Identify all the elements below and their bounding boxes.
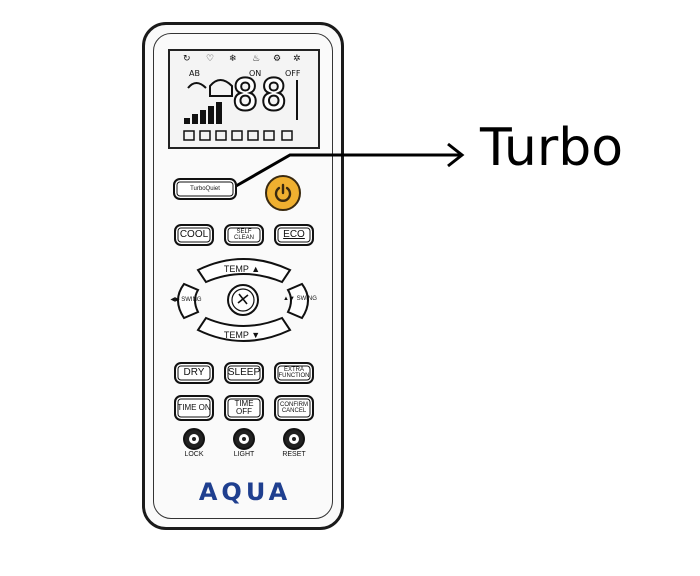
fan-icon [237,293,249,305]
temp-up-button[interactable]: TEMP ▲ [223,264,261,274]
remote-inner-outline [153,33,333,519]
power-icon [274,183,292,202]
extra-function-button[interactable]: EXTRA FUNCTION [274,362,314,384]
turbo-callout-label: Turbo [480,118,624,178]
fan-speed-button[interactable] [236,292,250,306]
temp-down-button[interactable]: TEMP ▼ [223,330,261,340]
reset-label: RESET [282,451,306,458]
self-clean-button[interactable]: SELF CLEAN [224,224,264,246]
lcd-digits: 88 [231,70,289,121]
lock-label: LOCK [184,451,204,458]
reset-button[interactable] [283,428,305,450]
turbo-quiet-button[interactable]: TurboQuiet [173,178,237,200]
confirm-cancel-button[interactable]: CONFIRM CANCEL [274,395,314,421]
lcd-icon-2: ♡ [206,54,215,64]
lcd-icon-4: ♨ [252,54,261,64]
eco-button[interactable]: ECO [274,224,314,246]
time-on-button[interactable]: TIME ON [174,395,214,421]
lcd-label-off: OFF [285,69,301,78]
time-off-button[interactable]: TIME OFF [224,395,264,421]
lcd-label-on: ON [249,69,262,78]
power-button[interactable] [265,175,301,211]
lcd-icon-5: ⚙ [273,54,282,64]
lock-button[interactable] [183,428,205,450]
lcd-icon-1: ↻ [183,54,191,64]
lcd-icon-3: ❄ [229,54,237,64]
light-button[interactable] [233,428,255,450]
lcd-icon-6: ✲ [293,54,301,64]
cool-button[interactable]: COOL [174,224,214,246]
dry-button[interactable]: DRY [174,362,214,384]
lcd-label-ab: AB [189,69,200,78]
brand-logo: AQUA [198,478,292,506]
light-label: LIGHT [233,451,255,458]
swing-horizontal-button[interactable]: ◀▶ SWING [170,297,202,303]
sleep-button[interactable]: SLEEP [224,362,264,384]
swing-vertical-button[interactable]: ▲▼ SWING [283,296,317,302]
